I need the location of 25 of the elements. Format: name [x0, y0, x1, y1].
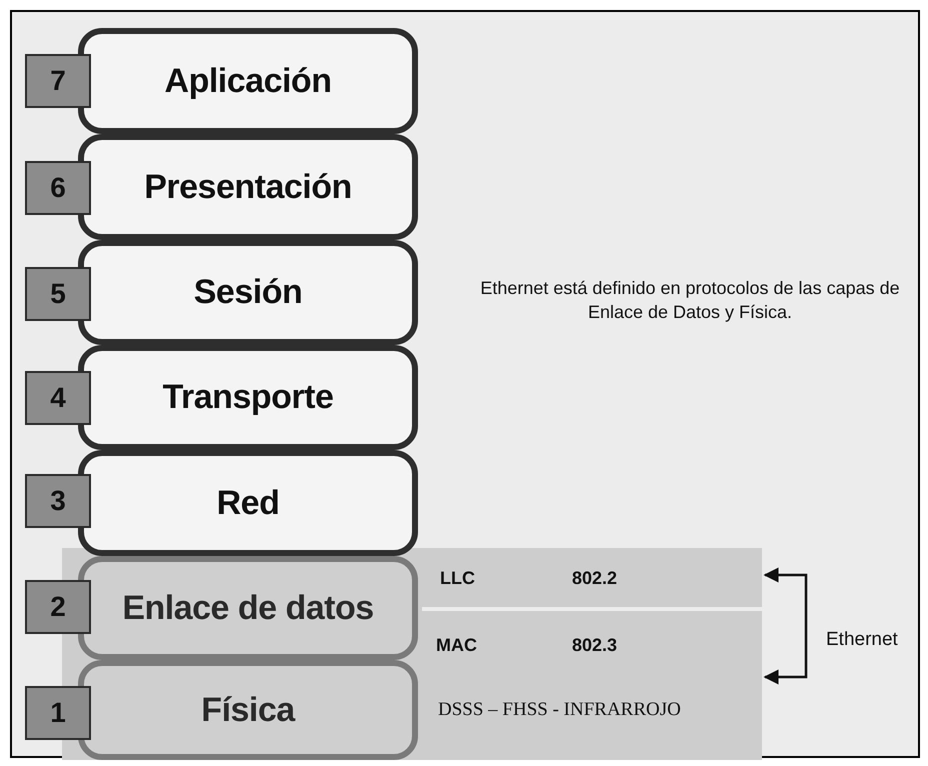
layer-number: 6	[25, 161, 91, 215]
layer-box: Red	[78, 450, 418, 556]
layer-box: Enlace de datos	[78, 556, 418, 660]
layer-number: 4	[25, 371, 91, 425]
layer-box: Física	[78, 660, 418, 760]
standard-number: 802.2	[572, 568, 618, 589]
ethernet-label: Ethernet	[806, 620, 918, 660]
layer-box: Presentación	[78, 134, 418, 240]
layer-box: Aplicación	[78, 28, 418, 134]
layer-number: 1	[25, 686, 91, 740]
protocol-band	[422, 548, 762, 607]
layer-number: 3	[25, 474, 91, 528]
standard-number: 802.3	[572, 635, 618, 656]
technology-list: DSSS – FHSS - INFRARROJO	[438, 699, 681, 721]
layer-box: Sesión	[78, 240, 418, 345]
bracket-arrow	[764, 640, 808, 684]
layer-number: 2	[25, 580, 91, 634]
sublayer-name: MAC	[436, 635, 477, 656]
layer-number: 5	[25, 267, 91, 321]
protocol-band	[422, 611, 762, 760]
layer-box: Transporte	[78, 345, 418, 450]
bracket-arrow	[764, 568, 808, 640]
layer-number: 7	[25, 54, 91, 108]
note-text: Ethernet está definido en protocolos de las capas de Enlace de Datos y Física.	[479, 277, 901, 324]
sublayer-name: LLC	[440, 568, 475, 589]
